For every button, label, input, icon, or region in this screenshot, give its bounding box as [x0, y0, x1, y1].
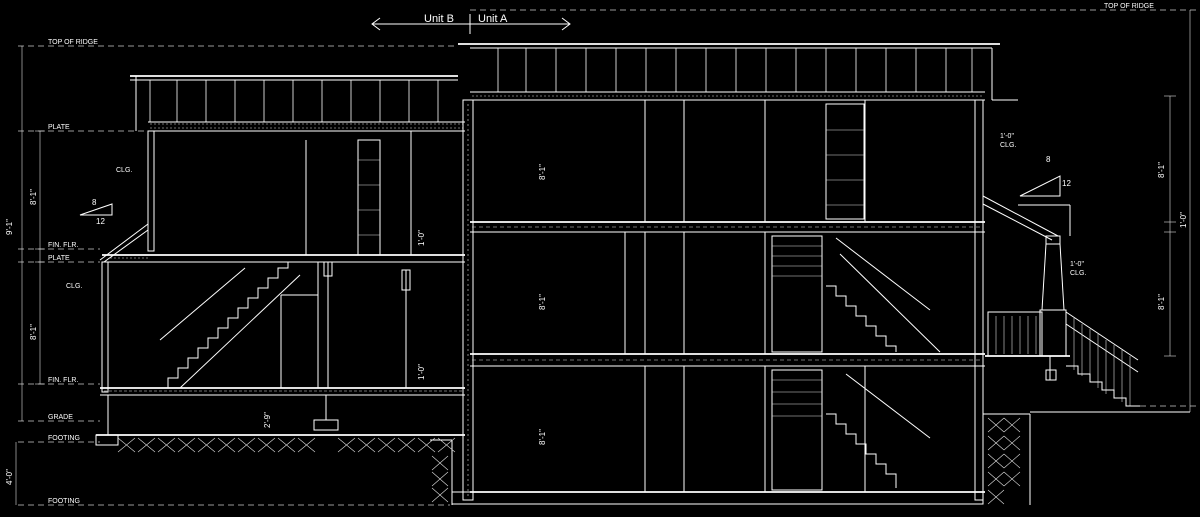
basement-left-dim: 4'-0" — [5, 469, 14, 485]
clg-right-lower: CLG. — [1070, 270, 1086, 277]
pitch-right-rise: 8 — [1046, 155, 1051, 164]
unit-a-stair-upper — [771, 235, 941, 353]
floor-gap-2-dim: 1'-0" — [417, 364, 426, 380]
plate-lower-label: PLATE — [48, 255, 70, 262]
right-upper-dim: 8'-1" — [1157, 162, 1166, 178]
top-of-ridge-right-label: TOP OF RIDGE — [1104, 3, 1154, 10]
right-ceiling-dim: 1'-0" — [1000, 133, 1014, 140]
unit-b-section: 8 12 CLG. CLG. 1'-0" 1'-0" 2'-9" — [66, 75, 465, 446]
clg-left-lower: CLG. — [66, 283, 82, 290]
plate-upper-label: PLATE — [48, 124, 70, 131]
fin-flr-lower-label: FIN. FLR. — [48, 377, 78, 384]
upper-floor-left-dim: 8'-1" — [29, 189, 38, 205]
floor-gap-1-dim: 1'-0" — [417, 230, 426, 246]
basement-mid-dim: 2'-9" — [263, 412, 272, 428]
pitch-right-run: 12 — [1062, 179, 1071, 188]
datum-lines: TOP OF RIDGE TOP OF RIDGE PLATE FIN. FLR… — [18, 3, 1200, 506]
unit-a-section: 8'-1" 8'-1" 8'-1" — [430, 43, 1031, 505]
right-gap-dim: 1'-0" — [1179, 212, 1188, 228]
unit-a-top-dim: 8'-1" — [538, 164, 547, 180]
earth-hatching — [117, 417, 1021, 505]
footing-lower-label: FOOTING — [48, 498, 80, 505]
lower-floor-left-dim: 8'-1" — [29, 324, 38, 340]
overall-left-dim: 9'-1" — [5, 219, 14, 235]
porch-and-eave: 8 12 — [982, 10, 1200, 413]
pitch-left-rise: 8 — [92, 198, 97, 207]
clg-left-upper: CLG. — [116, 167, 132, 174]
unit-divider-arrows: Unit B Unit A — [371, 13, 571, 34]
left-dimensions: 9'-1" 8'-1" 8'-1" 4'-0" — [5, 46, 45, 505]
unit-b-label: Unit B — [424, 13, 454, 25]
party-wall — [462, 99, 474, 501]
unit-a-roof-truss — [470, 48, 985, 101]
unit-a-mid-dim: 8'-1" — [538, 294, 547, 310]
footing-upper-label: FOOTING — [48, 435, 80, 442]
unit-b-stair — [159, 262, 301, 389]
top-of-ridge-left-label: TOP OF RIDGE — [48, 39, 98, 46]
porch-dim: 1'-0" — [1070, 261, 1084, 268]
right-lower-dim: 8'-1" — [1157, 294, 1166, 310]
unit-a-bottom-dim: 8'-1" — [538, 429, 547, 445]
unit-b-roof-truss — [148, 80, 465, 132]
pitch-left-run: 12 — [96, 217, 105, 226]
fin-flr-upper-label: FIN. FLR. — [48, 242, 78, 249]
clg-right-upper: CLG. — [1000, 142, 1016, 149]
porch-steps — [1065, 311, 1140, 407]
unit-a-label: Unit A — [478, 13, 508, 25]
unit-a-stair-lower — [771, 369, 931, 491]
grade-label: GRADE — [48, 414, 73, 421]
